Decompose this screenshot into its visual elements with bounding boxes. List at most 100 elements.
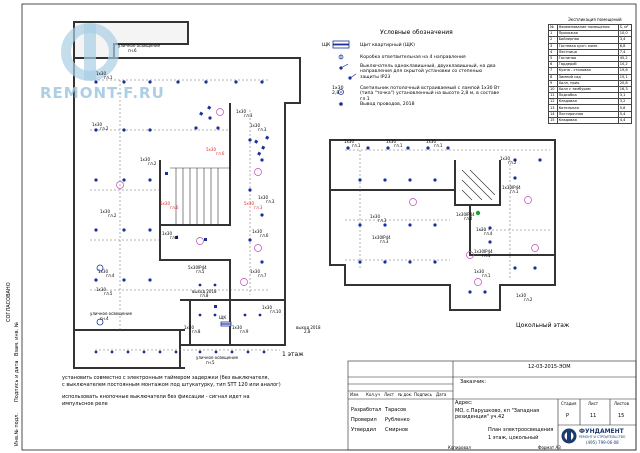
- group-label: гл.2: [108, 213, 117, 218]
- group-label: 1x30: [476, 227, 487, 232]
- stage-value: Р: [566, 413, 570, 419]
- group-label: гл.1: [482, 273, 491, 278]
- cable-group: гл.3: [380, 239, 389, 244]
- cable-label: 1x30IP44: [372, 235, 391, 240]
- table-cell: Кладовая: [556, 116, 619, 125]
- group-label: гл.6: [170, 235, 179, 240]
- group-label: гл.2: [508, 160, 517, 165]
- legend-title: Условные обозначения: [380, 29, 453, 36]
- group-label: 1x30: [184, 325, 195, 330]
- tb-col: Кол.уч: [366, 392, 380, 397]
- address: МО, с.Парушково, кп "Западная резиденция…: [455, 408, 540, 420]
- sheet-count: 15: [618, 413, 625, 419]
- red-group-label: гл.6: [170, 205, 179, 210]
- outlet-label: выход 2018: [296, 325, 321, 330]
- group-label: гл.4: [484, 231, 493, 236]
- group-label: 1x30: [140, 157, 151, 162]
- group-label: 1x30: [500, 156, 511, 161]
- street-lighting-label: уличное освещение: [196, 355, 239, 360]
- cable-label: 1x30IP44: [456, 212, 475, 217]
- person-name: Смирнов: [385, 427, 408, 433]
- legend-item: Щит квартирный (ЩК): [360, 43, 415, 48]
- sheet-title: План электроосвещения: [488, 427, 554, 433]
- address-label: Адрес:: [455, 400, 473, 406]
- cable-group: гл.1: [510, 189, 519, 194]
- sheet-number: 11: [590, 413, 597, 419]
- note-line: использовать кнопочные выключатели без ф…: [62, 394, 250, 400]
- stage-header: Листов: [614, 401, 629, 406]
- group-label: 1x30: [92, 122, 103, 127]
- company-phone: (495) 799-06-08: [586, 440, 619, 445]
- table-header-row: № Наименование помещения S, м²: [548, 23, 633, 32]
- group-label: гл.9: [240, 329, 249, 334]
- group-label: гл.3: [378, 218, 387, 223]
- group-label: 1x30: [96, 287, 107, 292]
- group-label: гл.2: [148, 161, 157, 166]
- street-lighting-group: гн.5: [206, 360, 215, 365]
- street-lighting-label: уличное освещение: [118, 43, 161, 48]
- group-label: гл.3: [266, 199, 275, 204]
- group-label: гл.2: [524, 297, 533, 302]
- rooms-table-title: Экспликация помещений: [568, 17, 622, 22]
- watermark-text: REMONT-F.RU: [40, 84, 165, 102]
- group-label: 1x30: [262, 305, 273, 310]
- group-label: 1x30: [250, 269, 261, 274]
- group-label: 1x30: [96, 71, 107, 76]
- company-subtitle: РЕМОНТ И СТРОИТЕЛЬСТВО: [579, 435, 626, 439]
- group-label: гл.1: [104, 75, 113, 80]
- group-label: гл.10: [270, 309, 282, 314]
- group-label: гл.7: [258, 273, 267, 278]
- cable-label: 1x30IP44: [474, 249, 493, 254]
- group-label: гл.8: [192, 329, 201, 334]
- outlet-group: гл.8: [200, 293, 209, 298]
- floor1-title: 1 этаж: [282, 351, 304, 358]
- note-line: с выключателем постоянным монтажом под ш…: [62, 382, 281, 388]
- group-label: 1x30: [258, 195, 269, 200]
- legend-code: ЩК: [322, 43, 331, 48]
- table-cell: 15: [548, 116, 558, 125]
- note-line: импульсное реле: [62, 401, 108, 407]
- copied-label: Копировал: [448, 445, 471, 450]
- person-role: Утвердил: [351, 427, 377, 433]
- company-logo-icon: [561, 428, 577, 444]
- legend-code: 1x30 2,8: [332, 86, 344, 96]
- street-lighting-group: гн.6: [128, 48, 137, 53]
- group-label: 1x30: [100, 209, 111, 214]
- sheet-subtitle: 1 этаж, цокольный: [488, 435, 539, 441]
- person-role: Разработал: [351, 407, 382, 413]
- tb-col: № док.: [398, 392, 413, 397]
- stamp-row: Подпись и дата: [14, 360, 20, 402]
- person-name: Тарасов: [385, 407, 407, 413]
- tb-col: Дата: [436, 392, 447, 397]
- street-lighting-group: гн.4: [100, 316, 109, 321]
- stamp-row: Взам. инв. №: [14, 322, 20, 356]
- group-label: гл.3: [244, 113, 253, 118]
- group-label: 1x30: [232, 325, 243, 330]
- stamp-row: Инв.№ подл.: [14, 413, 20, 446]
- basement-title: Цокольный этаж: [516, 322, 570, 329]
- cable-label: 1x30IP44: [502, 185, 521, 190]
- cable-label: 5x30IP44: [188, 265, 207, 270]
- group-label: 1x30: [98, 269, 109, 274]
- group-label: гл.3: [258, 127, 267, 132]
- outlet-label: выход 2018: [192, 289, 217, 294]
- group-label: гл.1: [394, 143, 403, 148]
- stage-header: Стадия: [561, 401, 577, 406]
- person-name: Рубленко: [385, 417, 410, 423]
- group-label: гл.6: [260, 233, 269, 238]
- stamp-label: СОГЛАСОВАНО: [6, 282, 12, 322]
- group-label: 1x30: [474, 269, 485, 274]
- tb-col: Лист: [384, 392, 395, 397]
- cable-group: гл.1: [482, 253, 491, 258]
- outlet-value: 2,8: [304, 329, 311, 334]
- customer-label: Заказчик:: [460, 379, 486, 385]
- group-label: гл.1: [434, 143, 443, 148]
- table-header: Наименование помещения: [556, 23, 619, 32]
